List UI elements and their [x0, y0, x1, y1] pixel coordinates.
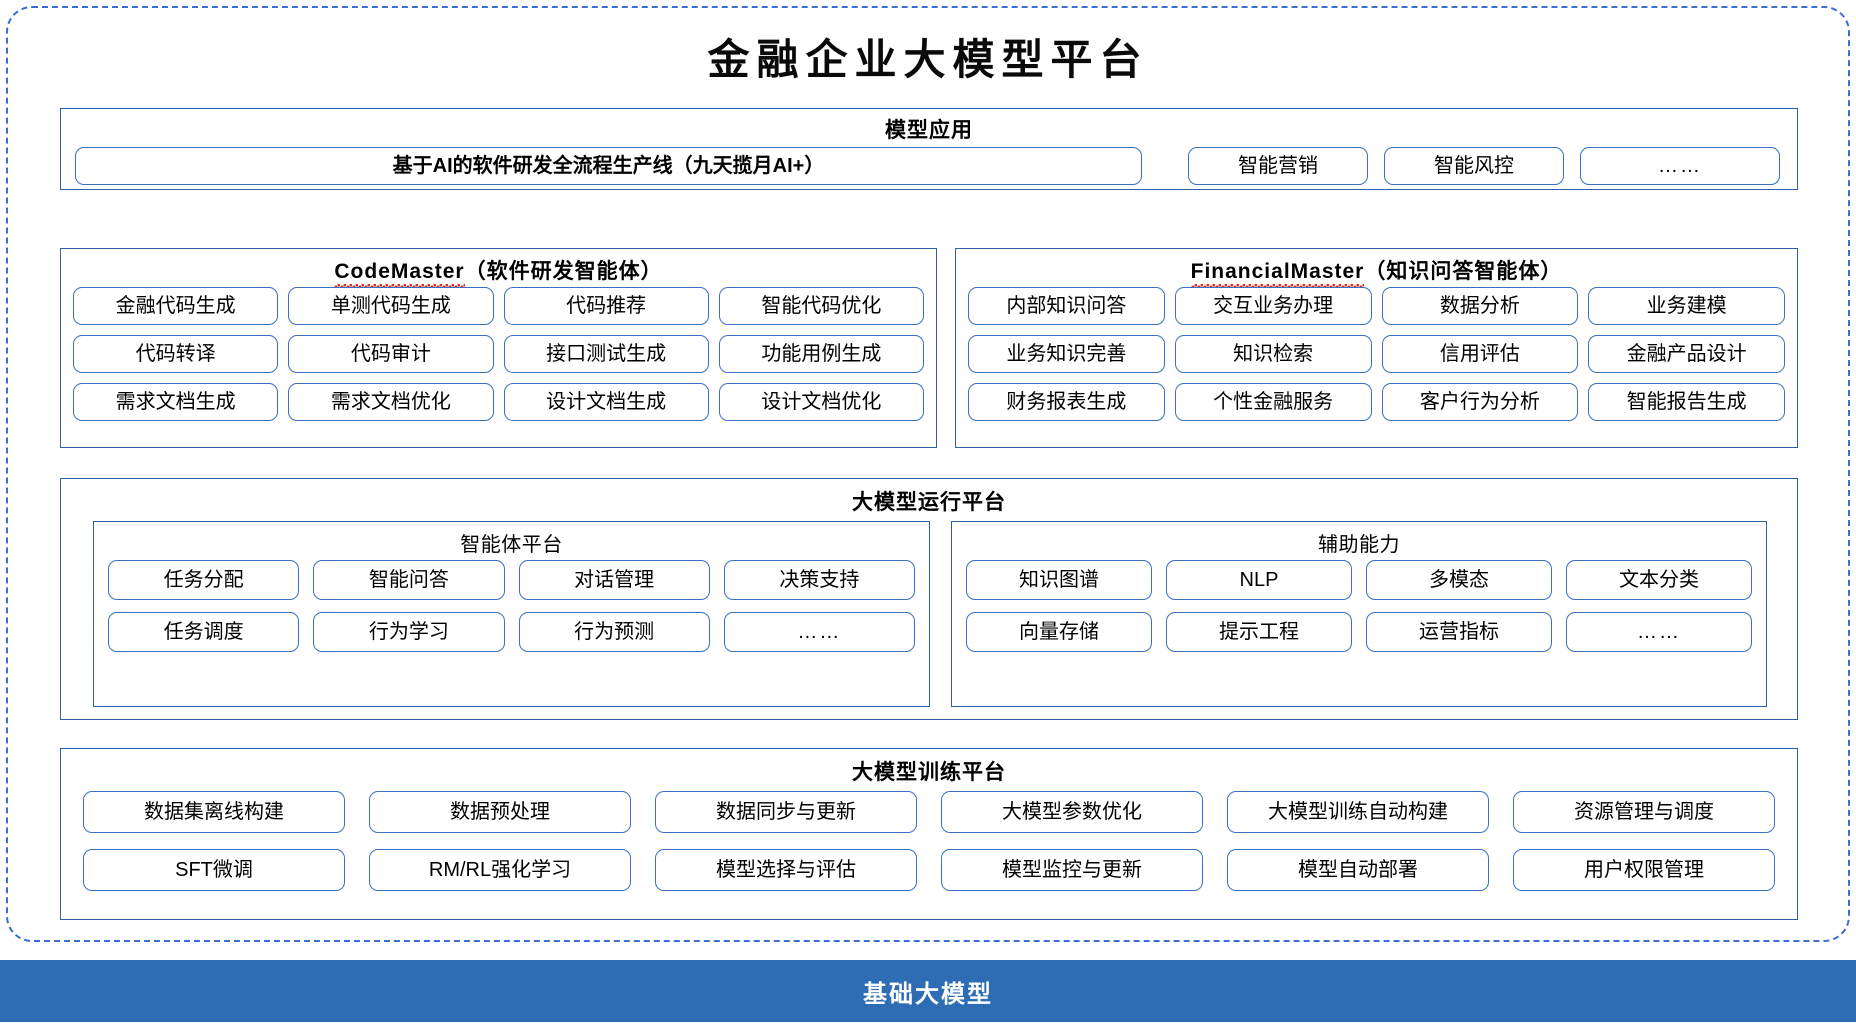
codemaster-chip[interactable]: 需求文档生成 [73, 383, 279, 421]
codemaster-row-1: 金融代码生成 单测代码生成 代码推荐 智能代码优化 [73, 287, 924, 325]
codemaster-chip[interactable]: 金融代码生成 [73, 287, 279, 325]
model-application-title: 模型应用 [885, 119, 973, 142]
financialmaster-chip[interactable]: 客户行为分析 [1381, 383, 1579, 421]
codemaster-name: CodeMaster [334, 260, 465, 288]
codemaster-chip[interactable]: 代码转译 [73, 335, 279, 373]
training-chip[interactable]: 模型监控与更新 [941, 849, 1203, 891]
auxiliary-capability-title: 辅助能力 [1318, 534, 1400, 556]
training-chip[interactable]: RM/RL强化学习 [369, 849, 631, 891]
agent-platform-title: 智能体平台 [460, 534, 563, 556]
agent-platform-subpanel: 智能体平台 任务分配 智能问答 对话管理 决策支持 任务调度 行为学习 行为预测… [93, 521, 930, 707]
codemaster-grid: 金融代码生成 单测代码生成 代码推荐 智能代码优化 代码转译 代码审计 接口测试… [73, 287, 924, 421]
app-item-pipeline[interactable]: 基于AI的软件研发全流程生产线（九天揽月AI+） [75, 147, 1142, 185]
auxiliary-chip[interactable]: 文本分类 [1566, 560, 1752, 600]
codemaster-chip[interactable]: 接口测试生成 [503, 335, 709, 373]
agent-panel-codemaster: CodeMaster（软件研发智能体） 金融代码生成 单测代码生成 代码推荐 智… [60, 248, 937, 448]
financialmaster-chip[interactable]: 交互业务办理 [1174, 287, 1372, 325]
agent-platform-chip[interactable]: 智能问答 [313, 560, 505, 600]
training-chip[interactable]: 大模型训练自动构建 [1227, 791, 1489, 833]
codemaster-chip[interactable]: 设计文档生成 [503, 383, 709, 421]
base-model-bar: 基础大模型 [0, 960, 1856, 1022]
agent-platform-chip[interactable]: 对话管理 [518, 560, 710, 600]
training-chip[interactable]: 数据同步与更新 [655, 791, 917, 833]
codemaster-row-3: 需求文档生成 需求文档优化 设计文档生成 设计文档优化 [73, 383, 924, 421]
financialmaster-suffix: （知识问答智能体） [1364, 260, 1563, 283]
financialmaster-title: FinancialMaster（知识问答智能体） [956, 255, 1797, 288]
model-application-panel: 模型应用 基于AI的软件研发全流程生产线（九天揽月AI+） 智能营销 智能风控 … [60, 108, 1798, 190]
financialmaster-grid: 内部知识问答 交互业务办理 数据分析 业务建模 业务知识完善 知识检索 信用评估… [968, 287, 1785, 421]
financialmaster-chip[interactable]: 智能报告生成 [1588, 383, 1785, 421]
codemaster-chip[interactable]: 智能代码优化 [718, 287, 924, 325]
codemaster-row-2: 代码转译 代码审计 接口测试生成 功能用例生成 [73, 335, 924, 373]
training-chip[interactable]: 大模型参数优化 [941, 791, 1203, 833]
app-item-risk-control[interactable]: 智能风控 [1384, 147, 1564, 185]
training-chip[interactable]: 数据集离线构建 [83, 791, 345, 833]
training-chip[interactable]: SFT微调 [83, 849, 345, 891]
model-application-row: 基于AI的软件研发全流程生产线（九天揽月AI+） 智能营销 智能风控 …… [75, 147, 1785, 185]
auxiliary-chip[interactable]: 知识图谱 [966, 560, 1152, 600]
financialmaster-chip[interactable]: 数据分析 [1381, 287, 1579, 325]
financialmaster-chip[interactable]: 财务报表生成 [968, 383, 1165, 421]
training-platform-panel: 大模型训练平台 数据集离线构建 数据预处理 数据同步与更新 大模型参数优化 大模… [60, 748, 1798, 920]
auxiliary-chip-more[interactable]: …… [1566, 612, 1752, 652]
codemaster-chip[interactable]: 功能用例生成 [718, 335, 924, 373]
training-platform-grid: 数据集离线构建 数据预处理 数据同步与更新 大模型参数优化 大模型训练自动构建 … [83, 791, 1775, 891]
codemaster-chip[interactable]: 需求文档优化 [288, 383, 494, 421]
training-row-2: SFT微调 RM/RL强化学习 模型选择与评估 模型监控与更新 模型自动部署 用… [83, 849, 1775, 891]
agent-platform-row-2: 任务调度 行为学习 行为预测 …… [108, 612, 915, 652]
financialmaster-row-2: 业务知识完善 知识检索 信用评估 金融产品设计 [968, 335, 1785, 373]
auxiliary-capability-grid: 知识图谱 NLP 多模态 文本分类 向量存储 提示工程 运营指标 …… [966, 560, 1752, 652]
training-chip[interactable]: 用户权限管理 [1513, 849, 1775, 891]
training-chip[interactable]: 资源管理与调度 [1513, 791, 1775, 833]
runtime-platform-title: 大模型运行平台 [852, 491, 1006, 514]
outer-dashed-frame [6, 6, 1850, 942]
financialmaster-chip[interactable]: 业务知识完善 [968, 335, 1165, 373]
agent-platform-chip[interactable]: 任务调度 [108, 612, 300, 652]
training-row-1: 数据集离线构建 数据预处理 数据同步与更新 大模型参数优化 大模型训练自动构建 … [83, 791, 1775, 833]
codemaster-chip[interactable]: 单测代码生成 [288, 287, 494, 325]
agent-platform-chip[interactable]: 决策支持 [723, 560, 915, 600]
codemaster-title: CodeMaster（软件研发智能体） [61, 255, 936, 288]
training-chip[interactable]: 模型自动部署 [1227, 849, 1489, 891]
training-chip[interactable]: 数据预处理 [369, 791, 631, 833]
auxiliary-chip[interactable]: NLP [1166, 560, 1352, 600]
financialmaster-chip[interactable]: 个性金融服务 [1174, 383, 1372, 421]
auxiliary-chip[interactable]: 运营指标 [1366, 612, 1552, 652]
auxiliary-row-2: 向量存储 提示工程 运营指标 …… [966, 612, 1752, 652]
app-item-marketing[interactable]: 智能营销 [1188, 147, 1368, 185]
auxiliary-chip[interactable]: 向量存储 [966, 612, 1152, 652]
auxiliary-row-1: 知识图谱 NLP 多模态 文本分类 [966, 560, 1752, 600]
training-platform-title: 大模型训练平台 [852, 761, 1006, 784]
runtime-platform-panel: 大模型运行平台 智能体平台 任务分配 智能问答 对话管理 决策支持 任务调度 行… [60, 478, 1798, 720]
financialmaster-row-1: 内部知识问答 交互业务办理 数据分析 业务建模 [968, 287, 1785, 325]
financialmaster-chip[interactable]: 业务建模 [1588, 287, 1785, 325]
codemaster-chip[interactable]: 代码审计 [288, 335, 494, 373]
financialmaster-chip[interactable]: 知识检索 [1174, 335, 1372, 373]
base-model-label: 基础大模型 [863, 980, 993, 1008]
agent-platform-chip-more[interactable]: …… [723, 612, 915, 652]
financialmaster-chip[interactable]: 金融产品设计 [1588, 335, 1785, 373]
page-title: 金融企业大模型平台 [707, 38, 1149, 84]
financialmaster-name: FinancialMaster [1190, 260, 1365, 288]
agent-platform-chip[interactable]: 行为学习 [313, 612, 505, 652]
app-item-more[interactable]: …… [1580, 147, 1780, 185]
financialmaster-row-3: 财务报表生成 个性金融服务 客户行为分析 智能报告生成 [968, 383, 1785, 421]
training-chip[interactable]: 模型选择与评估 [655, 849, 917, 891]
agent-platform-row-1: 任务分配 智能问答 对话管理 决策支持 [108, 560, 915, 600]
auxiliary-capability-subpanel: 辅助能力 知识图谱 NLP 多模态 文本分类 向量存储 提示工程 运营指标 …… [951, 521, 1767, 707]
auxiliary-chip[interactable]: 提示工程 [1166, 612, 1352, 652]
financialmaster-chip[interactable]: 内部知识问答 [968, 287, 1165, 325]
agent-platform-grid: 任务分配 智能问答 对话管理 决策支持 任务调度 行为学习 行为预测 …… [108, 560, 915, 652]
agent-platform-chip[interactable]: 任务分配 [108, 560, 300, 600]
agent-panel-financialmaster: FinancialMaster（知识问答智能体） 内部知识问答 交互业务办理 数… [955, 248, 1798, 448]
codemaster-chip[interactable]: 代码推荐 [503, 287, 709, 325]
financialmaster-chip[interactable]: 信用评估 [1381, 335, 1579, 373]
auxiliary-chip[interactable]: 多模态 [1366, 560, 1552, 600]
agent-platform-chip[interactable]: 行为预测 [518, 612, 710, 652]
codemaster-chip[interactable]: 设计文档优化 [718, 383, 924, 421]
codemaster-suffix: （软件研发智能体） [464, 260, 663, 283]
